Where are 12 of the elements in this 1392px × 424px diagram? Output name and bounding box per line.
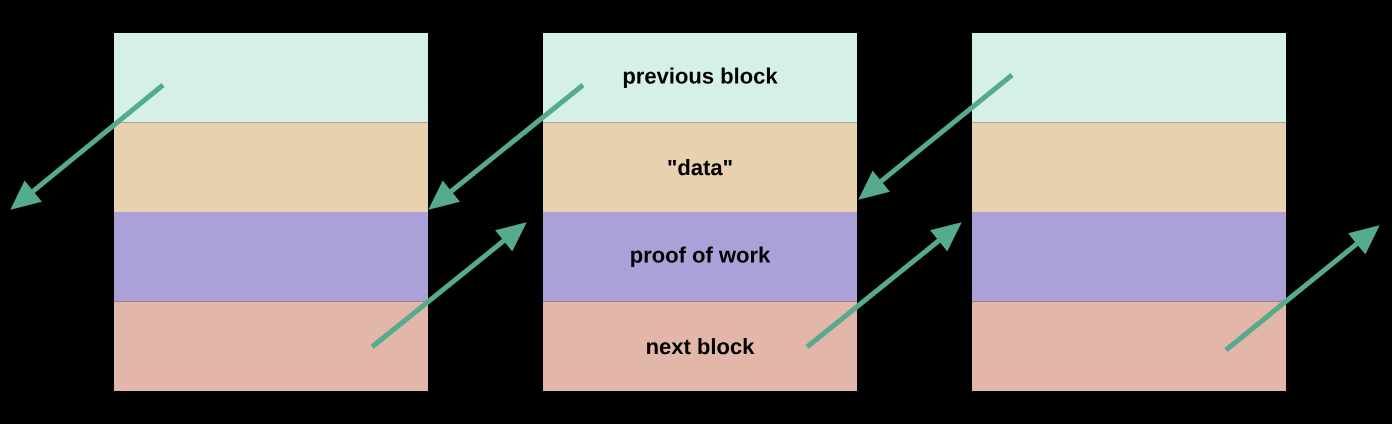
block-band: next block [543,301,857,391]
block-band: previous block [543,33,857,123]
block-band: proof of work [543,212,857,302]
block-band [114,212,428,302]
block-band [972,122,1286,212]
block-band [114,122,428,212]
block-band [972,301,1286,391]
block-band: "data" [543,122,857,212]
block-band [972,33,1286,123]
block-band [972,212,1286,302]
block-band [114,33,428,123]
block-band [114,301,428,391]
